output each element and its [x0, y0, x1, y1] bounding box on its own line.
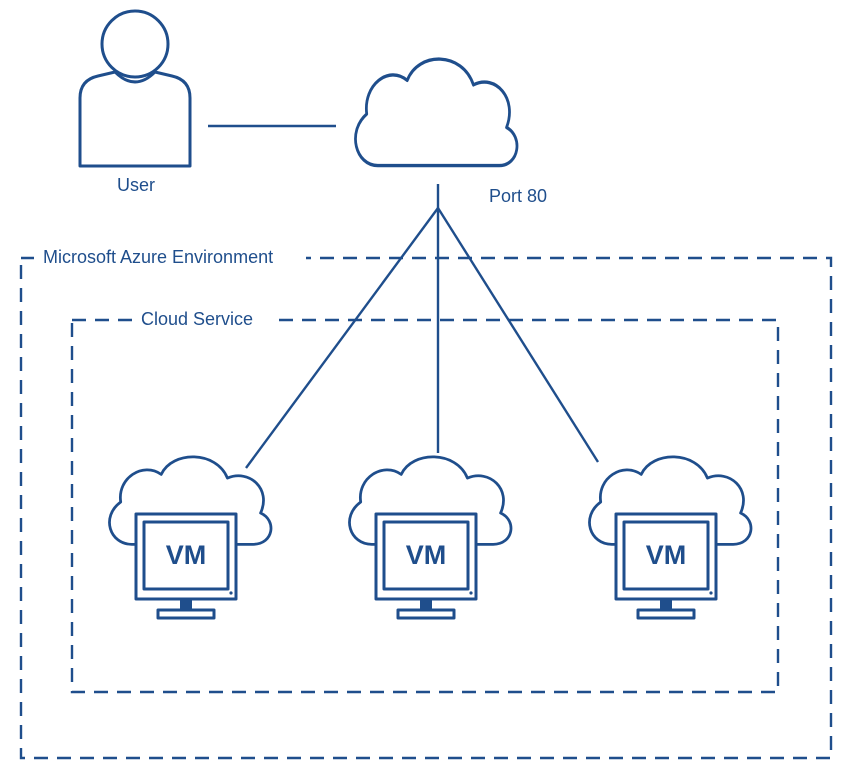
vm-node-1: VM [108, 455, 273, 620]
azure-label-mask [34, 244, 306, 270]
port-label: Port 80 [489, 186, 547, 206]
vm-label: VM [166, 540, 207, 570]
vm-monitor-icon [614, 512, 718, 620]
cloud-service-boundary [70, 318, 780, 694]
connector-to-vm-3 [436, 207, 600, 463]
vm-label: VM [406, 540, 447, 570]
cloud-icon [353, 57, 519, 168]
vm-node-3: VM [588, 455, 753, 620]
cloud-service-label-mask [132, 306, 274, 332]
user-label: User [117, 175, 155, 195]
azure-environment-label: Microsoft Azure Environment [43, 247, 273, 267]
connector-to-vm-1 [245, 207, 439, 469]
vm-monitor-icon [374, 512, 478, 620]
user-icon [78, 9, 192, 168]
vm-monitor-icon [134, 512, 238, 620]
azure-environment-boundary [19, 256, 833, 760]
vm-label: VM [646, 540, 687, 570]
vm-node-2: VM [348, 455, 513, 620]
cloud-service-label: Cloud Service [141, 309, 253, 329]
